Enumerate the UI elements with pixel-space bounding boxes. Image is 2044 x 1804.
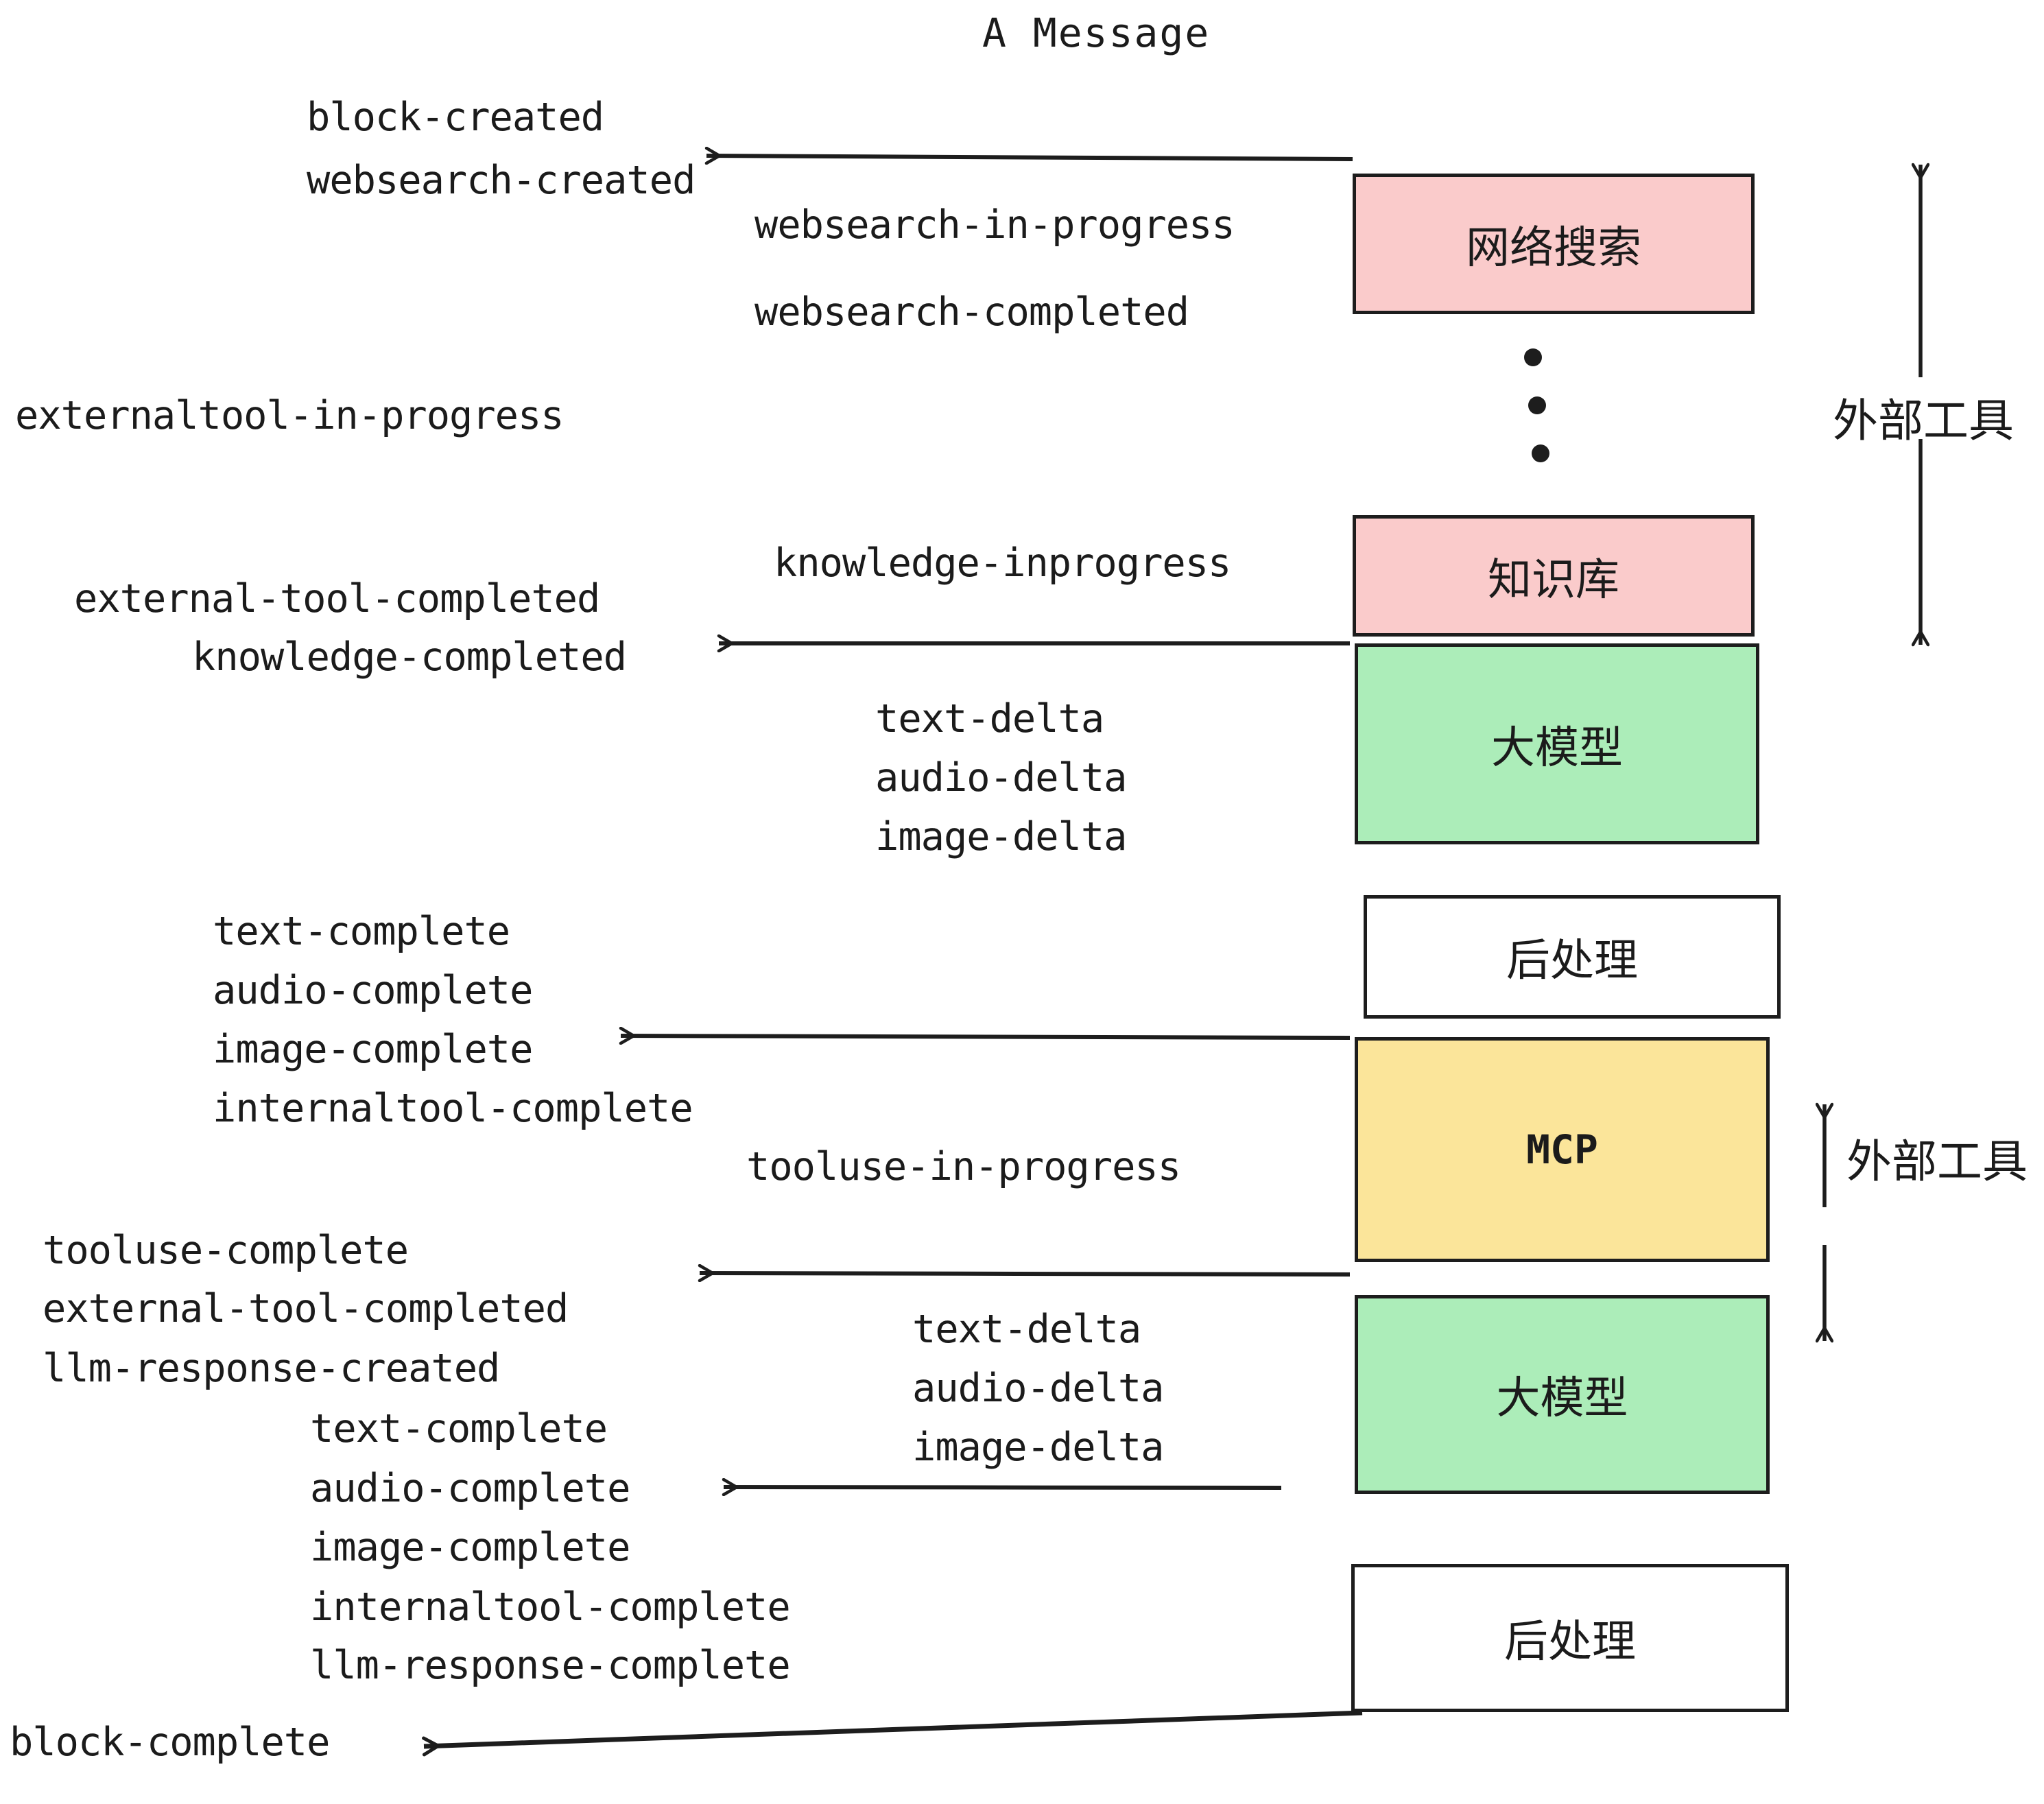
- event-audio-complete-2: audio-complete: [310, 1466, 630, 1511]
- box-knowledge[interactable]: 知识库: [1353, 515, 1755, 637]
- box-llm-2[interactable]: 大模型: [1355, 1295, 1770, 1494]
- diagram-title: A Message: [982, 10, 1211, 56]
- arrow-mcp-to-toolusecomplete: [700, 1273, 1351, 1274]
- event-tooluse-complete: tooluse-complete: [43, 1228, 409, 1273]
- annotation-external-tools-top: 外部工具: [1833, 394, 2014, 447]
- event-websearch-in-progress: websearch-in-progress: [754, 202, 1235, 248]
- arrow-llm-to-audiocomplete: [724, 1487, 1282, 1488]
- box-mcp-label: MCP: [1526, 1126, 1598, 1173]
- event-image-complete-1: image-complete: [213, 1027, 533, 1072]
- arrow-postprocess-to-blockcomplete: [422, 1710, 1363, 1757]
- event-text-delta-1: text-delta: [875, 696, 1104, 741]
- event-internaltool-complete-2: internaltool-complete: [310, 1585, 791, 1630]
- event-audio-complete-1: audio-complete: [213, 968, 533, 1013]
- box-websearch[interactable]: 网络搜索: [1353, 174, 1755, 314]
- event-internaltool-complete-1: internaltool-complete: [213, 1086, 693, 1131]
- annotation-external-tools-bottom: 外部工具: [1846, 1135, 2028, 1188]
- box-postprocess-2[interactable]: 后处理: [1351, 1564, 1789, 1712]
- event-text-complete-2: text-complete: [310, 1406, 608, 1451]
- arrow-postprocess-to-imagecomplete: [621, 1036, 1351, 1038]
- event-llm-response-created: llm-response-created: [43, 1346, 500, 1391]
- event-image-complete-2: image-complete: [310, 1525, 630, 1570]
- event-external-tool-completed-2: external-tool-completed: [43, 1286, 569, 1331]
- event-websearch-created: websearch-created: [307, 158, 696, 203]
- event-knowledge-inprogress: knowledge-inprogress: [774, 541, 1231, 586]
- box-postprocess-1[interactable]: 后处理: [1364, 895, 1781, 1019]
- event-text-complete-1: text-complete: [213, 909, 510, 954]
- ellipsis-dot: [1524, 348, 1542, 366]
- event-llm-response-complete: llm-response-complete: [310, 1643, 791, 1688]
- box-postprocess-2-label: 后处理: [1504, 1617, 1636, 1667]
- event-image-delta-2: image-delta: [912, 1425, 1164, 1470]
- ellipsis-dot: [1532, 444, 1549, 462]
- event-external-tool-completed-1: external-tool-completed: [74, 576, 600, 621]
- event-text-delta-2: text-delta: [912, 1307, 1141, 1352]
- event-externaltool-in-progress: externaltool-in-progress: [15, 393, 565, 438]
- box-mcp[interactable]: MCP: [1355, 1037, 1770, 1262]
- event-audio-delta-1: audio-delta: [875, 755, 1127, 800]
- box-knowledge-label: 知识库: [1488, 554, 1619, 606]
- event-tooluse-in-progress: tooluse-in-progress: [746, 1144, 1181, 1189]
- event-audio-delta-2: audio-delta: [912, 1366, 1164, 1411]
- box-websearch-label: 网络搜索: [1466, 222, 1641, 274]
- event-block-complete: block-complete: [10, 1720, 330, 1765]
- event-block-created: block-created: [307, 95, 604, 140]
- event-websearch-completed: websearch-completed: [754, 289, 1189, 335]
- event-image-delta-1: image-delta: [875, 814, 1127, 859]
- box-postprocess-1-label: 后处理: [1506, 936, 1638, 986]
- box-llm-1-label: 大模型: [1491, 722, 1623, 774]
- ellipsis-dot: [1528, 396, 1546, 414]
- box-llm-2-label: 大模型: [1496, 1373, 1628, 1424]
- box-llm-1[interactable]: 大模型: [1355, 643, 1759, 844]
- event-knowledge-completed: knowledge-completed: [192, 634, 627, 680]
- arrow-websearch-to-blockcreated: [706, 156, 1353, 159]
